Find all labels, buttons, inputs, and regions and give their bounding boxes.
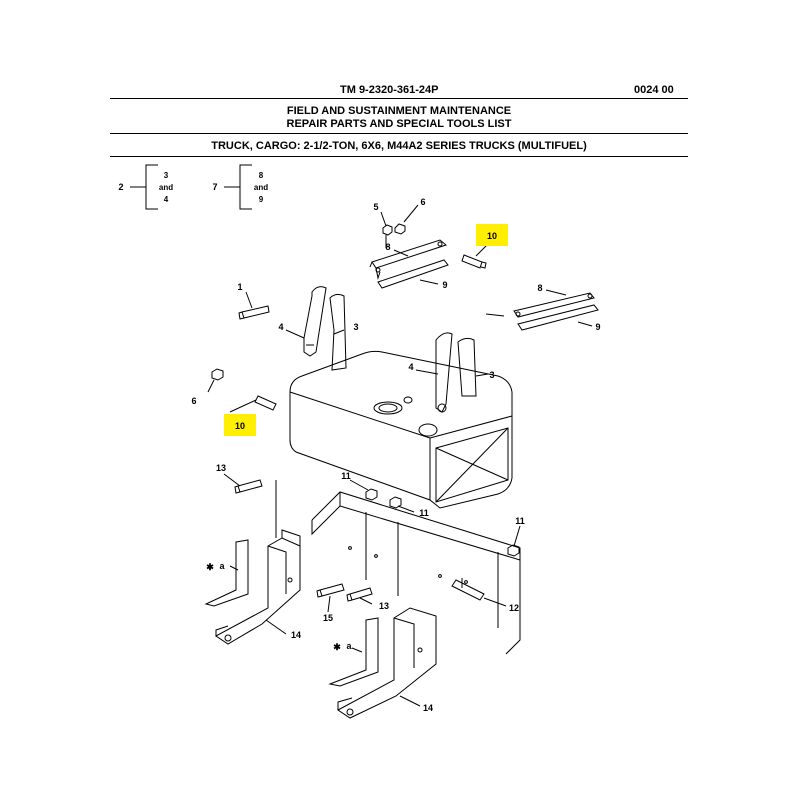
- nut-washer: [382, 223, 406, 248]
- callout-4-right: 4: [408, 362, 413, 372]
- callout-9-right: 9: [595, 322, 600, 332]
- callout-8-right: 8: [537, 283, 542, 293]
- bracket-14-upper: [204, 480, 301, 645]
- callout-14-lower: 14: [423, 703, 433, 713]
- highlight-10-lower: [224, 414, 256, 436]
- bolt-13-upper: [234, 479, 263, 494]
- bolt-upper: [461, 254, 487, 269]
- callout-11-a: 11: [341, 471, 351, 481]
- callout-11-c: 11: [515, 516, 525, 526]
- callout-15: 15: [323, 613, 333, 623]
- fuel-tank: [289, 350, 513, 509]
- callout-1: 1: [237, 282, 242, 292]
- callout-14-upper: 14: [291, 630, 301, 640]
- callout-11-b: 11: [419, 508, 429, 518]
- callout-3-left: 3: [353, 322, 358, 332]
- callout-3-right: 3: [489, 370, 494, 380]
- subtitle: TRUCK, CARGO: 2-1/2-TON, 6X6, M44A2 SERI…: [211, 140, 587, 152]
- nut-11-b: [389, 496, 402, 509]
- bolt-lower: [254, 395, 277, 411]
- right-hanger-assembly: [435, 332, 477, 413]
- left-hanger-assembly: [303, 286, 347, 371]
- leader-lines: [207, 204, 593, 707]
- ref-lead-2: 2: [118, 182, 123, 192]
- header-rule-top: [110, 98, 688, 99]
- ref-lead-7: 7: [212, 182, 217, 192]
- callout-a-upper: a: [219, 561, 225, 571]
- ref-box-7-line3: 9: [259, 195, 264, 204]
- frame-rail: [311, 491, 521, 655]
- bolt-1: [238, 305, 270, 320]
- plate-12: [451, 578, 485, 601]
- tm-number: TM 9-2320-361-24P: [340, 84, 439, 96]
- ref-box-2-line1: 3: [164, 171, 169, 180]
- bolt-13-lower: [346, 587, 373, 602]
- ref-box-7-line1: 8: [259, 171, 264, 180]
- callout-6-left: 6: [191, 396, 196, 406]
- callout-star-lower: ✱: [333, 642, 341, 652]
- callout-13-upper: 13: [216, 463, 226, 473]
- right-strap-assembly: [513, 292, 599, 331]
- highlight-10-upper: [476, 224, 508, 246]
- callout-star-upper: ✱: [206, 562, 214, 572]
- callout-10-upper: 10: [487, 231, 497, 241]
- callout-13-lower: 13: [379, 601, 389, 611]
- title-line-1: FIELD AND SUSTAINMENT MAINTENANCE: [286, 105, 512, 117]
- ref-box-2-line3: 4: [164, 195, 169, 204]
- callout-a-lower: a: [346, 641, 352, 651]
- callout-8-upper: 8: [385, 242, 390, 252]
- upper-strap-assembly: [369, 239, 449, 289]
- header-rule-middle: [110, 133, 688, 134]
- callout-5: 5: [373, 202, 378, 212]
- bracket-14-lower: [328, 607, 437, 719]
- bolt-15: [316, 583, 345, 598]
- callout-9-upper: 9: [442, 280, 447, 290]
- nut-left: [211, 368, 224, 381]
- reference-box-7: [224, 164, 252, 210]
- page-code: 0024 00: [634, 84, 674, 96]
- ref-box-2-line2: and: [159, 183, 173, 192]
- callout-10-lower: 10: [235, 421, 245, 431]
- callout-12: 12: [509, 603, 519, 613]
- nut-11-c: [507, 544, 520, 557]
- callout-6-upper: 6: [420, 197, 425, 207]
- reference-box-2: [130, 164, 158, 210]
- header-rule-bottom: [110, 156, 688, 157]
- callout-4-left: 4: [278, 322, 283, 332]
- nut-11-a: [365, 488, 378, 501]
- ref-box-7-line2: and: [254, 183, 268, 192]
- title-line-2: REPAIR PARTS AND SPECIAL TOOLS LIST: [286, 118, 512, 130]
